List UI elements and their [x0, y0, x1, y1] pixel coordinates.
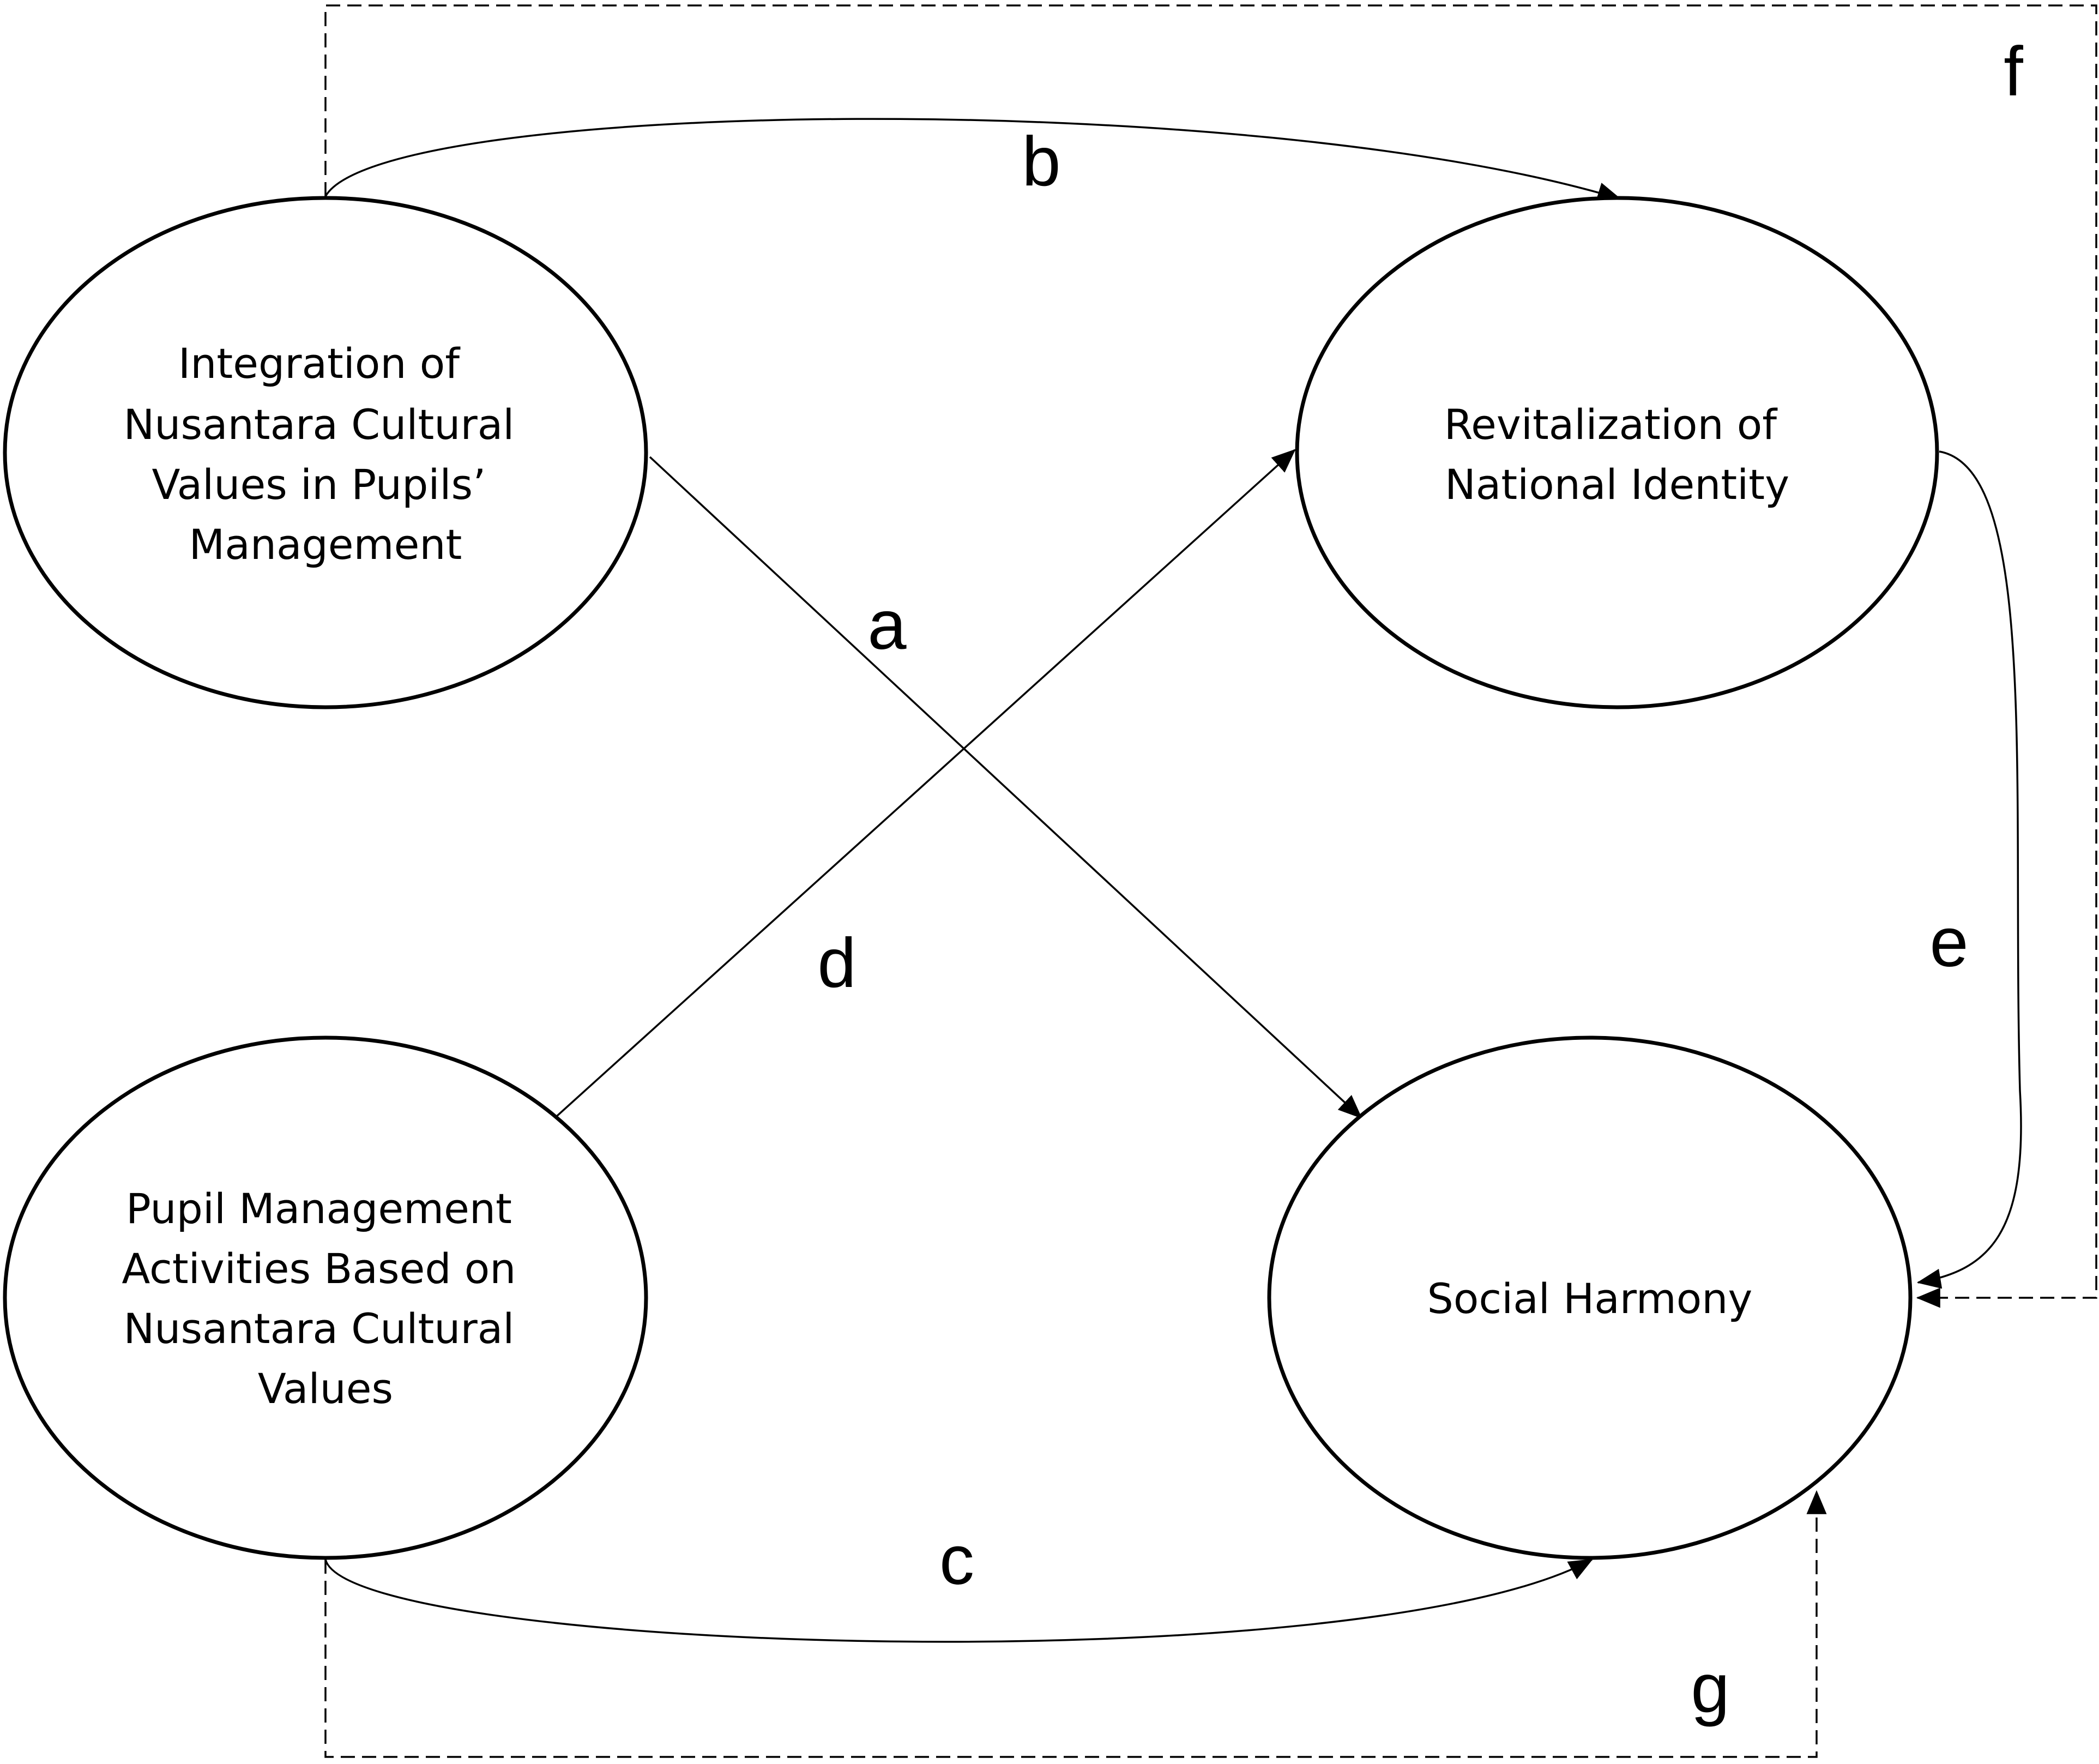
node-integration-text: Integration of Nusantara Cultural Values… — [123, 339, 527, 569]
node-social-harmony: Social Harmony — [1267, 1035, 1913, 1560]
node-social-harmony-line-1: Social Harmony — [1427, 1274, 1753, 1323]
node-revitalization-line-2: National Identity — [1445, 460, 1789, 509]
node-revitalization-line-1: Revitalization of — [1444, 400, 1778, 449]
edge-d-path — [555, 449, 1296, 1118]
edge-b-path — [324, 118, 1622, 202]
node-social-harmony-text: Social Harmony — [1427, 1274, 1753, 1323]
edge-label-d: d — [817, 924, 856, 1002]
node-pupil-activities-text: Pupil Management Activities Based on Nus… — [122, 1184, 529, 1413]
edge-label-f: f — [2004, 33, 2023, 111]
edge-label-b: b — [1022, 123, 1060, 201]
node-integration-line-4: Management — [189, 520, 462, 569]
edge-g-path — [324, 1490, 1827, 1758]
edge-label-e: e — [1929, 904, 1968, 982]
node-integration: Integration of Nusantara Cultural Values… — [3, 196, 648, 709]
node-revitalization-text: Revitalization of National Identity — [1444, 400, 1790, 509]
node-revitalization: Revitalization of National Identity — [1295, 196, 1939, 709]
node-pupil-activities-line-4: Values — [258, 1364, 393, 1413]
node-integration-line-2: Nusantara Cultural — [123, 400, 514, 449]
node-pupil-activities-line-3: Nusantara Cultural — [123, 1304, 514, 1353]
edge-label-g: g — [1691, 1649, 1729, 1727]
edge-a-path — [649, 456, 1362, 1119]
node-pupil-activities-line-2: Activities Based on — [122, 1244, 516, 1293]
edge-label-c: c — [939, 1521, 974, 1599]
edge-label-a: a — [867, 586, 907, 664]
node-pupil-activities-line-1: Pupil Management — [126, 1184, 512, 1233]
edge-e-path — [1916, 450, 2022, 1289]
edge-f-path — [324, 4, 2097, 1308]
node-integration-line-3: Values in Pupils’ — [152, 460, 486, 509]
edge-c-path — [324, 1558, 1593, 1643]
node-pupil-activities: Pupil Management Activities Based on Nus… — [3, 1035, 648, 1560]
node-integration-line-1: Integration of — [178, 339, 461, 388]
